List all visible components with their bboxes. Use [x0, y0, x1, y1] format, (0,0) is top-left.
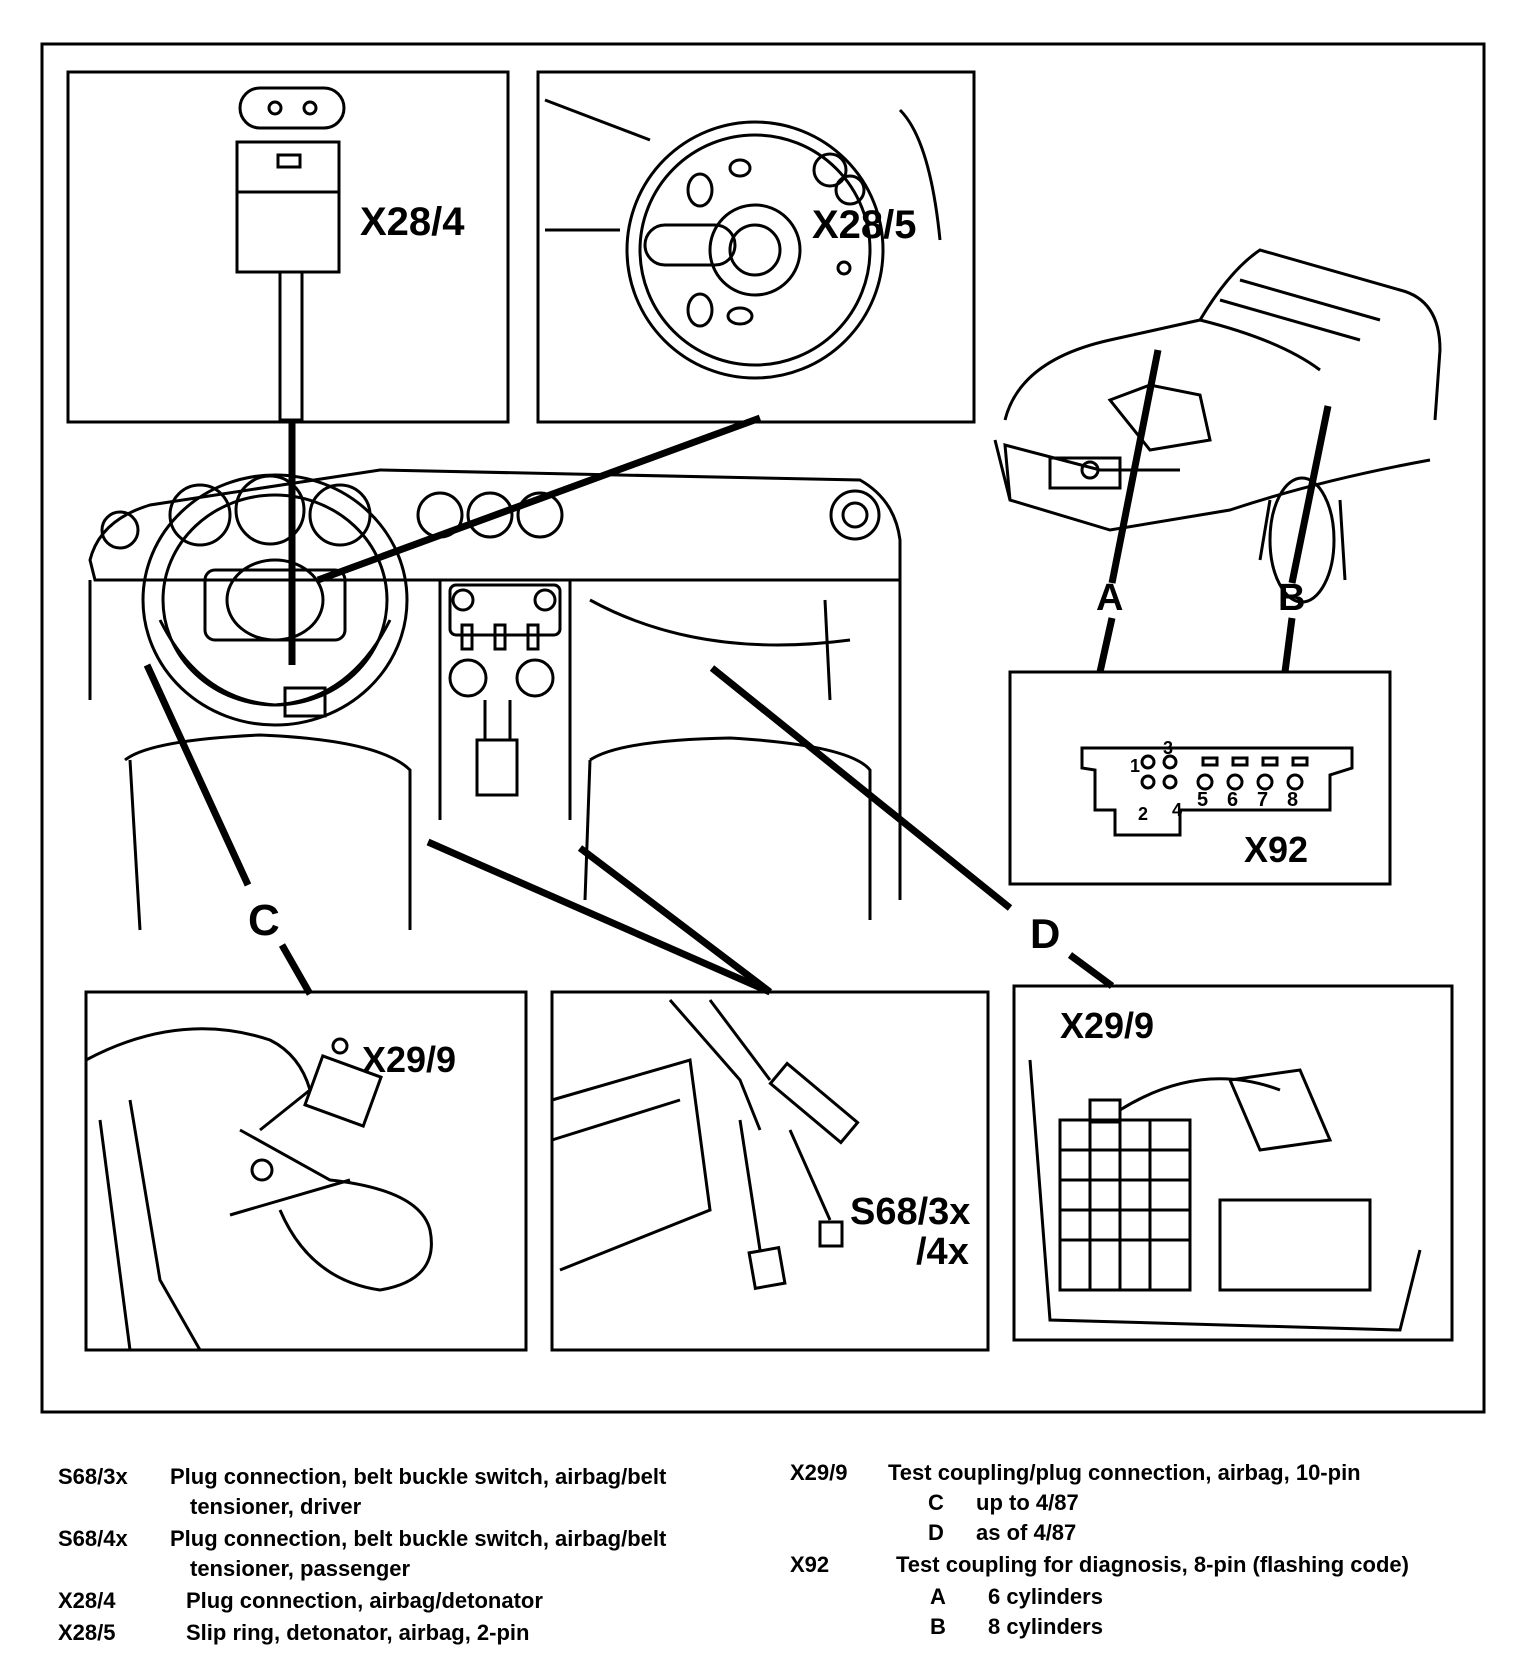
label-x92: X92 [1244, 829, 1308, 870]
legend-sub-c: C [928, 1490, 944, 1515]
inset-s68 [550, 990, 990, 1352]
legend-code-x28-5: X28/5 [58, 1620, 116, 1645]
legend-desc-s68-4x-line1: Plug connection, belt buckle switch, air… [170, 1526, 667, 1551]
legend-code-x29-9: X29/9 [790, 1460, 848, 1485]
label-x28-4: X28/4 [360, 200, 465, 244]
label-letter-a: A [1096, 577, 1123, 619]
leader-lines [143, 349, 1332, 996]
legend-sub-c-text: up to 4/87 [976, 1490, 1079, 1515]
pin-3: 3 [1163, 738, 1173, 758]
outer-frame [40, 42, 1486, 1414]
label-s68-sub: /4x [916, 1231, 969, 1273]
callout-labels: X28/4 X28/5 A B X92 C D X29/9 X29/9 S68/… [248, 200, 1308, 1273]
legend-desc-x29-9: Test coupling/plug connection, airbag, 1… [888, 1460, 1361, 1485]
label-letter-d: D [1030, 910, 1060, 957]
inset-x28-5 [536, 70, 976, 424]
legend-desc-s68-3x-line1: Plug connection, belt buckle switch, air… [170, 1464, 667, 1489]
label-x29-9-right: X29/9 [1060, 1005, 1154, 1046]
legend-sub-a-text: 6 cylinders [988, 1584, 1103, 1609]
legend-code-x92: X92 [790, 1552, 830, 1577]
legend-desc-s68-3x-line2: tensioner, driver [190, 1494, 362, 1519]
legend-left: S68/3x Plug connection, belt buckle swit… [58, 1462, 778, 1652]
legend-sub-b-text: 8 cylinders [988, 1614, 1103, 1639]
pin-7: 7 [1257, 789, 1268, 811]
pin-8: 8 [1287, 789, 1298, 811]
legend-sub-b: B [930, 1614, 946, 1639]
pin-1: 1 [1130, 756, 1140, 776]
pin-5: 5 [1197, 789, 1208, 811]
legend-desc-s68-4x-line2: tensioner, passenger [190, 1556, 411, 1581]
legend-right: X29/9 Test coupling/plug connection, air… [790, 1458, 1530, 1658]
label-letter-c: C [248, 896, 280, 945]
pin-4: 4 [1172, 800, 1182, 820]
label-letter-b: B [1278, 577, 1305, 619]
inset-x29-9-c [84, 990, 528, 1352]
legend-sub-d: D [928, 1520, 944, 1545]
car-illustration [993, 248, 1442, 604]
label-x28-5: X28/5 [812, 203, 917, 247]
label-s68: S68/3x [850, 1191, 970, 1233]
inset-x28-4 [66, 70, 510, 424]
legend-sub-a: A [930, 1584, 946, 1609]
label-x29-9-left: X29/9 [362, 1039, 456, 1080]
legend-code-s68-4x: S68/4x [58, 1526, 128, 1551]
legend-code-s68-3x: S68/3x [58, 1464, 128, 1489]
legend-desc-x28-4: Plug connection, airbag/detonator [186, 1588, 543, 1613]
legend-desc-x28-5: Slip ring, detonator, airbag, 2-pin [186, 1620, 530, 1645]
legend-code-x28-4: X28/4 [58, 1588, 116, 1613]
pin-2: 2 [1138, 804, 1148, 824]
pin-6: 6 [1227, 789, 1238, 811]
legend-sub-d-text: as of 4/87 [976, 1520, 1077, 1545]
inset-x29-9-d [1012, 984, 1454, 1342]
legend-desc-x92: Test coupling for diagnosis, 8-pin (flas… [896, 1552, 1409, 1577]
inset-x92 [1008, 670, 1392, 886]
dashboard-illustration [88, 468, 902, 931]
